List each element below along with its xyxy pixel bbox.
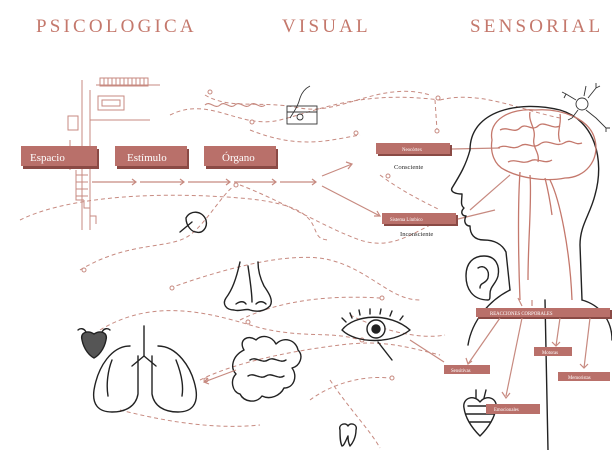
box-estimulo: Estímulo xyxy=(115,146,189,169)
label-motoras: Motoras xyxy=(542,351,558,356)
label-inconsciente: Inconsciente xyxy=(400,231,433,238)
brain-connectors xyxy=(451,147,511,220)
header-sensorial: SENSORIAL xyxy=(470,16,603,37)
box-neocortex: Neocórtex xyxy=(376,143,452,156)
tongue-icon xyxy=(179,211,208,234)
dashed-paths xyxy=(19,90,561,449)
label-emocionales: Emocionales xyxy=(494,408,519,413)
label-memoristas: Memoristas xyxy=(568,376,591,381)
intestine-icon xyxy=(231,335,302,402)
brain-icon xyxy=(490,109,597,301)
box-emocionales: Emocionales xyxy=(486,404,540,414)
ear-icon xyxy=(465,255,500,301)
box-espacio: Espacio xyxy=(21,146,99,169)
neuron-icon xyxy=(561,83,610,132)
box-organo: Órgano xyxy=(204,146,278,169)
header-visual: VISUAL xyxy=(282,16,371,37)
label-organo: Órgano xyxy=(222,152,255,164)
label-consciente: Consciente xyxy=(394,164,423,171)
header-psicologica: PSICOLOGICA xyxy=(36,16,197,37)
box-motoras: Motoras xyxy=(534,347,572,356)
nose-icon xyxy=(223,261,273,312)
box-sensitivas: Sensitivas xyxy=(444,365,490,374)
tooth-icon xyxy=(338,423,358,447)
label-reacciones: REACCIONES CORPORALES xyxy=(490,312,553,317)
label-sensitivas: Sensitivas xyxy=(451,369,471,374)
eye-connector xyxy=(409,339,445,363)
left-arrow-head xyxy=(202,377,210,385)
label-espacio: Espacio xyxy=(30,152,65,164)
box-reacciones: REACCIONES CORPORALES xyxy=(476,308,612,319)
box-limbico: Sistema Límbico xyxy=(382,213,458,226)
lungs-icon xyxy=(92,325,198,413)
reaction-arrows xyxy=(465,297,591,400)
label-estimulo: Estímulo xyxy=(127,152,167,164)
bladder-icon xyxy=(77,327,111,359)
eye-icon xyxy=(341,308,411,361)
left-arrow xyxy=(203,369,237,383)
flow-arrows xyxy=(92,161,382,217)
wavy-line xyxy=(204,102,266,108)
path-nodes xyxy=(81,89,441,383)
label-limbico: Sistema Límbico xyxy=(390,218,423,223)
skin-icon xyxy=(286,85,318,125)
box-memoristas: Memoristas xyxy=(558,372,610,381)
label-neocortex: Neocórtex xyxy=(402,148,423,153)
